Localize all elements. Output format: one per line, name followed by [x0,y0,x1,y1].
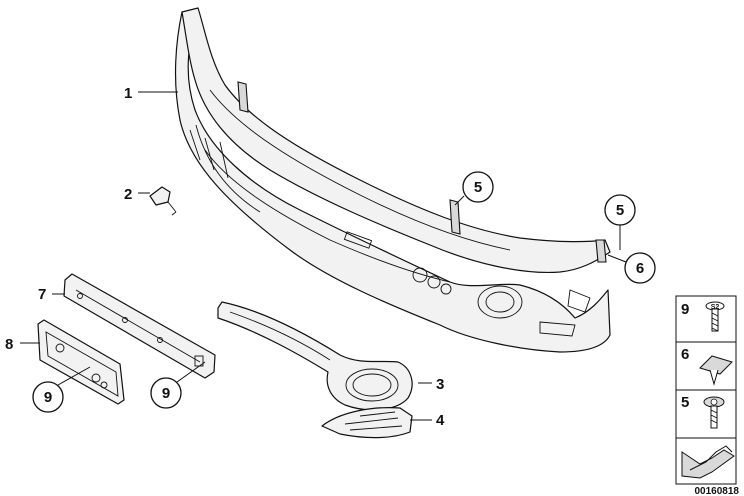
callout-9-left: 9 [32,381,64,413]
callout-5-right-text: 5 [616,202,624,219]
licence-plate-holder [37,319,125,405]
fastener-legend: 9 S2 6 5 [675,295,737,485]
callout-6-text: 6 [636,260,644,277]
legend-row2-number: 6 [681,346,689,363]
callout-5-right: 5 [604,194,636,226]
image-code: 00160818 [695,486,740,496]
legend-row3-number: 5 [681,394,689,411]
screw-icon [705,301,725,332]
clip-part [149,186,177,216]
front-bumper-panel [174,7,611,353]
label-part-8: 8 [5,336,13,353]
callout-5-top-text: 5 [474,179,482,196]
leader-lines [20,91,627,421]
nut-icon [699,355,733,386]
callout-5-top: 5 [462,171,494,203]
trim-strip-fog-surround [217,301,413,411]
fog-grille [321,407,413,439]
direction-arrow-icon [681,445,735,479]
legend-row1-tag: S2 [711,304,720,311]
label-part-2: 2 [124,186,132,203]
licence-plate-base [63,273,216,379]
label-part-1: 1 [124,85,132,102]
callout-9-left-text: 9 [44,389,52,406]
label-part-3: 3 [436,376,444,393]
callout-9-mid-text: 9 [162,385,170,402]
callout-6: 6 [624,252,656,284]
label-part-4: 4 [436,412,445,429]
label-part-7: 7 [38,286,46,303]
legend-row1-number: 9 [681,301,689,318]
callout-9-mid: 9 [150,377,182,409]
bolt-icon [703,396,725,429]
